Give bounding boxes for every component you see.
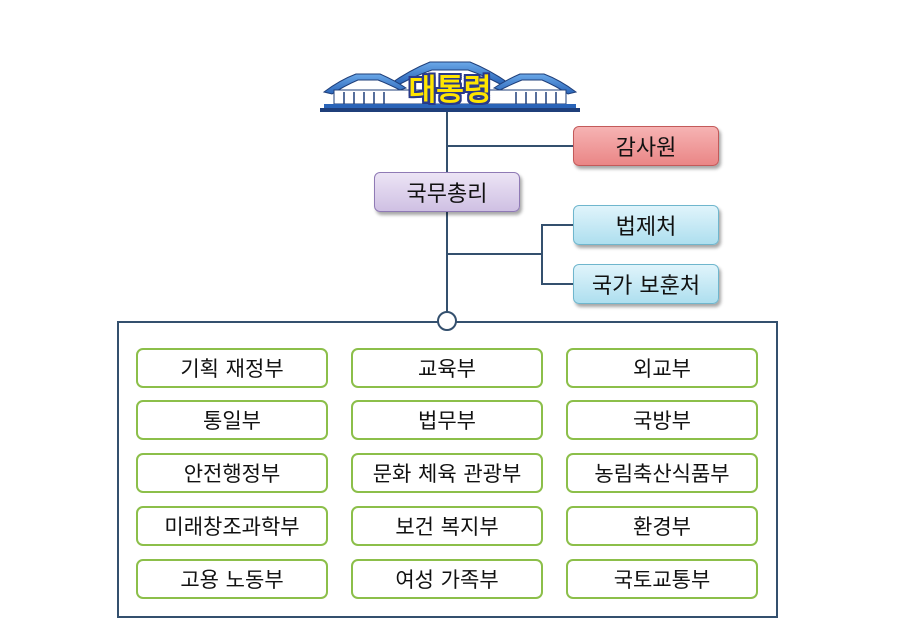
connector-agencies — [447, 253, 543, 255]
ministry-node: 통일부 — [136, 400, 328, 440]
ministry-node: 여성 가족부 — [351, 559, 543, 599]
ministry-node: 농림축산식품부 — [566, 453, 758, 493]
ministry-node: 외교부 — [566, 348, 758, 388]
ministry-node: 문화 체육 관광부 — [351, 453, 543, 493]
connector-audit — [447, 145, 573, 147]
connector-node-circle — [437, 311, 457, 331]
prime-minister-node: 국무총리 — [374, 172, 520, 212]
ministry-node: 안전행정부 — [136, 453, 328, 493]
connector-agencies-vertical — [541, 224, 543, 285]
agency-node-legislation: 법제처 — [573, 205, 719, 245]
ministry-node: 고용 노동부 — [136, 559, 328, 599]
connector-main-vertical — [446, 112, 448, 312]
ministry-node: 미래창조과학부 — [136, 506, 328, 546]
blue-house-building-icon — [320, 61, 580, 112]
ministry-node: 법무부 — [351, 400, 543, 440]
ministry-node: 국방부 — [566, 400, 758, 440]
ministry-node: 보건 복지부 — [351, 506, 543, 546]
ministry-node: 교육부 — [351, 348, 543, 388]
audit-board-node: 감사원 — [573, 126, 719, 166]
president-label: 대통령 — [408, 73, 492, 108]
ministry-node: 기획 재정부 — [136, 348, 328, 388]
ministry-node: 환경부 — [566, 506, 758, 546]
connector-agency-1 — [541, 224, 573, 226]
connector-agency-2 — [541, 283, 573, 285]
president-node: 대통령 — [320, 50, 580, 114]
ministry-node: 국토교통부 — [566, 559, 758, 599]
agency-node-veterans: 국가 보훈처 — [573, 264, 719, 304]
